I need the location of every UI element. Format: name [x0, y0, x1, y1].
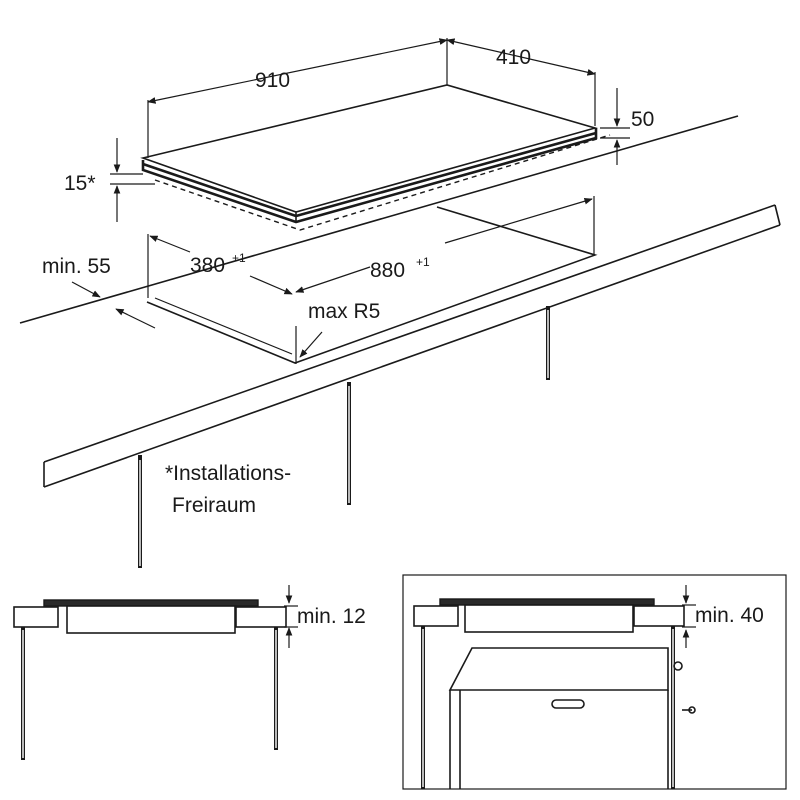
- height-label: 50: [631, 108, 654, 131]
- min-55-label: min. 55: [42, 255, 111, 278]
- cutout-depth-tolerance: +1: [232, 251, 246, 265]
- dimension-15: 15*: [64, 138, 155, 222]
- footnote: *Installations- Freiraum: [165, 462, 291, 517]
- cutout-width-tolerance: +1: [416, 255, 430, 269]
- clearance-label: 15*: [64, 172, 96, 195]
- dimension-min-55: min. 55: [42, 255, 156, 329]
- min-40-label: min. 40: [695, 604, 764, 627]
- oven: [448, 647, 696, 789]
- depth-label: 410: [496, 46, 531, 69]
- cabinet-legs: [138, 306, 550, 568]
- width-label: 910: [255, 69, 290, 92]
- note-line-2: Freiraum: [172, 494, 256, 517]
- cutout-width-label: 880: [370, 259, 405, 282]
- radius-label: max R5: [308, 300, 380, 323]
- note-line-1: *Installations-: [165, 462, 291, 485]
- dimension-50: 50: [600, 88, 654, 165]
- min-12-label: min. 12: [297, 605, 366, 628]
- detail-right: min. 40: [402, 574, 787, 790]
- dimension-radius: max R5: [295, 300, 380, 364]
- worktop-cutout: [146, 206, 598, 364]
- dimension-880: 880 +1: [295, 196, 595, 293]
- dimension-380: 380 +1: [147, 234, 293, 298]
- hob: [140, 84, 611, 231]
- cutout-depth-label: 380: [190, 254, 225, 277]
- detail-left: min. 12: [13, 585, 366, 760]
- dimension-410: 410: [446, 38, 596, 126]
- worktop: [19, 115, 781, 488]
